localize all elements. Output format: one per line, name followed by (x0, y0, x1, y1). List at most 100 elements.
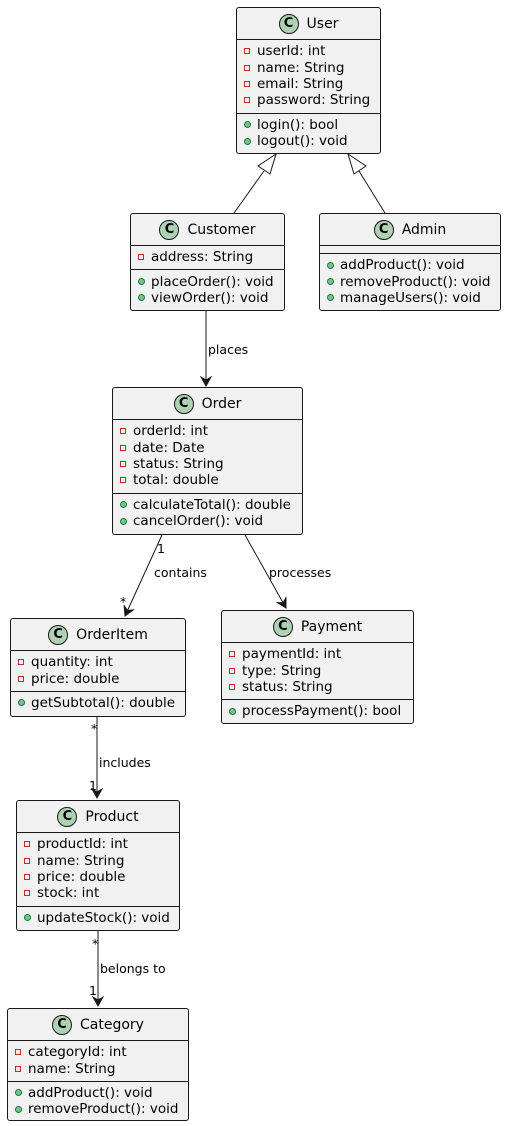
class-name: Payment (300, 618, 363, 635)
inheritance-line-admin-user (358, 170, 386, 214)
class-name: Category (80, 1016, 144, 1033)
relation-label-places: places (208, 342, 249, 357)
attributes-compartment: quantity: int price: double (11, 651, 185, 692)
public-visibility-icon (120, 501, 127, 509)
class-admin[interactable]: C Admin addProduct(): void removeProduct… (319, 213, 501, 311)
class-customer[interactable]: C Customer address: String placeOrder():… (130, 213, 285, 311)
attributes-compartment: address: String (131, 246, 284, 271)
class-header: C Admin (320, 214, 500, 246)
class-product[interactable]: C Product productId: int name: String pr… (16, 800, 180, 931)
attribute: stock: int (17, 885, 179, 901)
class-user[interactable]: C User userId: int name: String email: S… (236, 7, 381, 154)
attribute: type: String (222, 662, 413, 679)
private-visibility-icon (244, 80, 250, 87)
attribute: name: String (17, 852, 179, 869)
attributes-compartment (320, 246, 500, 254)
relation-label-contains: contains (154, 565, 207, 580)
multiplicity-category-belongs: 1 (89, 983, 97, 998)
method: updateStock(): void (17, 910, 179, 926)
multiplicity-orderitem-contains: * (120, 594, 127, 609)
class-c-icon: C (278, 13, 299, 34)
public-visibility-icon (244, 137, 251, 145)
class-c-icon: C (48, 624, 69, 645)
association-line-processes (244, 534, 286, 608)
inheritance-triangle-admin-user (347, 152, 367, 175)
class-name: Order (201, 395, 242, 412)
class-name: OrderItem (76, 626, 148, 643)
class-header: C Payment (222, 611, 413, 643)
private-visibility-icon (138, 254, 144, 261)
private-visibility-icon (18, 659, 24, 666)
private-visibility-icon (120, 477, 126, 484)
inheritance-line-customer-user (233, 170, 265, 214)
methods-compartment: addProduct(): void removeProduct(): void… (320, 254, 500, 310)
class-c-icon: C (52, 1014, 73, 1035)
class-c-icon: C (272, 616, 293, 637)
method: manageUsers(): void (320, 290, 500, 306)
private-visibility-icon (15, 1049, 21, 1056)
methods-compartment: placeOrder(): void viewOrder(): void (131, 270, 284, 310)
private-visibility-icon (120, 444, 126, 451)
public-visibility-icon (138, 294, 145, 302)
class-header: C Category (8, 1009, 188, 1041)
attribute: name: String (8, 1060, 188, 1077)
method: calculateTotal(): double (113, 497, 302, 513)
public-visibility-icon (120, 517, 127, 525)
attribute: date: Date (113, 439, 302, 456)
method: removeProduct(): void (320, 273, 500, 290)
methods-compartment: updateStock(): void (17, 907, 179, 930)
private-visibility-icon (24, 857, 30, 864)
private-visibility-icon (229, 683, 235, 690)
private-visibility-icon (24, 841, 30, 848)
class-c-icon: C (159, 219, 180, 240)
attribute: paymentId: int (222, 646, 413, 662)
attributes-compartment: userId: int name: String email: String p… (237, 40, 380, 114)
attribute: total: double (113, 472, 302, 488)
attribute: productId: int (17, 836, 179, 852)
class-order[interactable]: C Order orderId: int date: Date status: … (112, 387, 303, 535)
attributes-compartment: orderId: int date: Date status: String t… (113, 420, 302, 494)
class-orderitem[interactable]: C OrderItem quantity: int price: double … (10, 618, 186, 717)
class-header: C Customer (131, 214, 284, 246)
private-visibility-icon (15, 1065, 21, 1072)
multiplicity-orderitem-includes: * (91, 721, 98, 736)
class-category[interactable]: C Category categoryId: int name: String … (7, 1008, 189, 1121)
attribute: price: double (11, 670, 185, 687)
private-visibility-icon (229, 651, 235, 658)
attribute: status: String (222, 679, 413, 695)
multiplicity-product-includes: 1 (89, 778, 97, 793)
method: cancelOrder(): void (113, 513, 302, 529)
method: addProduct(): void (320, 257, 500, 273)
class-name: User (306, 15, 339, 32)
class-c-icon: C (57, 806, 78, 827)
private-visibility-icon (18, 675, 24, 682)
class-c-icon: C (173, 393, 194, 414)
methods-compartment: getSubtotal(): double (11, 692, 185, 715)
class-header: C OrderItem (11, 619, 185, 651)
private-visibility-icon (229, 667, 235, 674)
method: addProduct(): void (8, 1085, 188, 1101)
private-visibility-icon (244, 97, 250, 104)
attributes-compartment: paymentId: int type: String status: Stri… (222, 643, 413, 701)
class-name: Product (85, 808, 139, 825)
public-visibility-icon (138, 278, 145, 286)
attribute: userId: int (237, 43, 380, 59)
method: removeProduct(): void (8, 1101, 188, 1117)
attributes-compartment: productId: int name: String price: doubl… (17, 833, 179, 907)
class-payment[interactable]: C Payment paymentId: int type: String st… (221, 610, 414, 724)
method: getSubtotal(): double (11, 695, 185, 711)
inheritance-triangle-customer-user (257, 152, 277, 175)
association-line-contains (125, 534, 163, 616)
class-c-icon: C (373, 219, 394, 240)
method: processPayment(): bool (222, 703, 413, 719)
relation-label-processes: processes (269, 565, 332, 580)
private-visibility-icon (120, 428, 126, 435)
multiplicity-product-belongs: * (92, 936, 99, 951)
attributes-compartment: categoryId: int name: String (8, 1041, 188, 1082)
attribute: status: String (113, 456, 302, 472)
methods-compartment: processPayment(): bool (222, 700, 413, 723)
attribute: password: String (237, 92, 380, 108)
attribute: address: String (131, 249, 284, 265)
public-visibility-icon (18, 699, 25, 707)
